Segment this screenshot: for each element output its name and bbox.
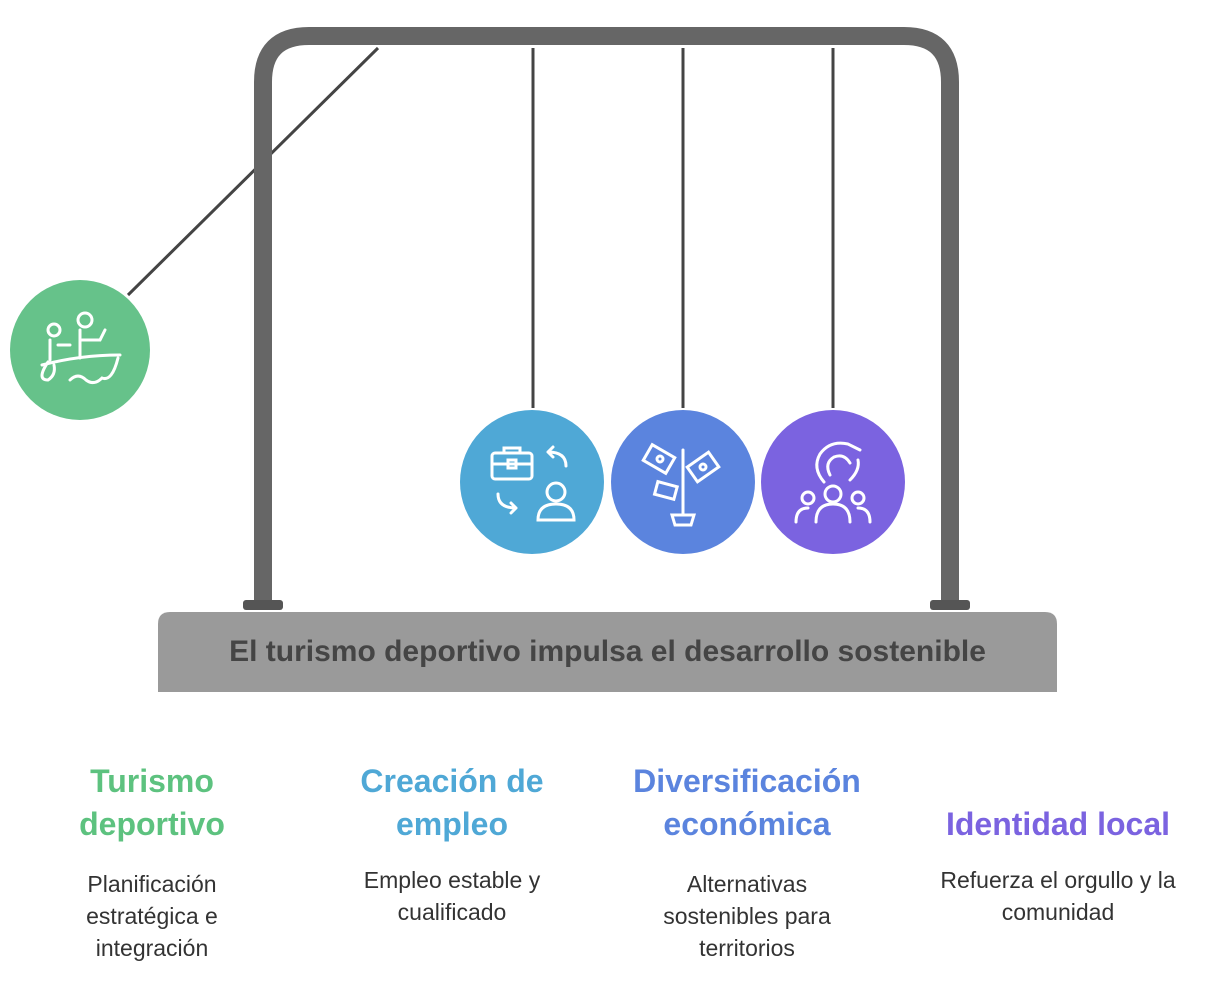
- item-identidad-local: Identidad local Refuerza el orgullo y la…: [918, 760, 1198, 928]
- item-description: Planificación estratégica e integración: [86, 871, 218, 961]
- string-1: [126, 46, 380, 297]
- frame-foot-right: [930, 600, 970, 610]
- frame-foot-left: [243, 600, 283, 610]
- diagram-title: El turismo deportivo impulsa el desarrol…: [229, 635, 986, 668]
- people-canoeing-icon: [10, 280, 150, 420]
- cradle-frame: [254, 27, 959, 605]
- item-title: Creación de empleo: [360, 763, 544, 842]
- cradle-base: [158, 612, 1057, 692]
- item-description: Alternativas sostenibles para territorio…: [663, 871, 831, 961]
- community-icon: [761, 410, 905, 554]
- job-exchange-icon: [460, 410, 604, 554]
- item-description: Refuerza el orgullo y la comunidad: [940, 867, 1176, 925]
- item-turismo-deportivo: Turismo deportivo Planificación estratég…: [12, 760, 292, 964]
- item-diversificacion-economica: Diversificación económica Alternativas s…: [607, 760, 887, 964]
- item-title: Turismo deportivo: [79, 763, 225, 842]
- item-creacion-empleo: Creación de empleo Empleo estable y cual…: [312, 760, 592, 928]
- item-description: Empleo estable y cualificado: [363, 867, 541, 925]
- item-title: Diversificación económica: [633, 763, 861, 842]
- item-title: Identidad local: [945, 806, 1171, 842]
- money-plant-icon: [611, 410, 755, 554]
